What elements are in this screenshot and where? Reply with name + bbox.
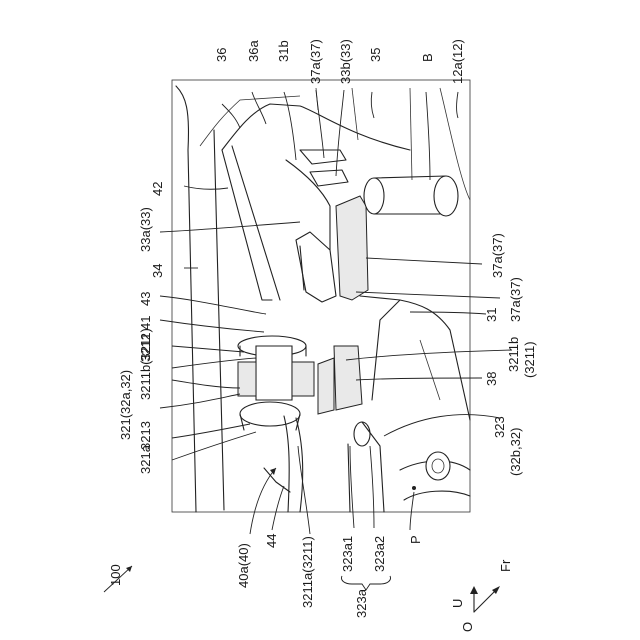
label-37a37-top: 37a(37) (308, 39, 323, 84)
compass-up-label: U (450, 599, 465, 608)
label-321a: 321a (138, 444, 153, 474)
label-32b32: (32b,32) (508, 428, 523, 476)
label-41: 41 (138, 316, 153, 330)
label-323a: 323a (354, 588, 369, 618)
label-43: 43 (138, 292, 153, 306)
label-44: 44 (264, 534, 279, 548)
label-33a33: 33a(33) (138, 207, 153, 252)
label-31: 31 (484, 308, 499, 322)
label-3211b-right-line1: 3211b (506, 337, 521, 372)
label-38: 38 (484, 372, 499, 386)
piston-323 (348, 422, 384, 512)
direction-compass: U Fr O (450, 559, 513, 632)
label-33b33: 33b(33) (338, 39, 353, 84)
label-321: 321(32a,32) (118, 370, 133, 440)
label-323: 323 (492, 416, 507, 438)
label-34: 34 (150, 264, 165, 278)
label-3211b-right-line2: (3211) (522, 341, 537, 378)
label-36: 36 (214, 48, 229, 62)
label-40a40: 40a(40) (236, 543, 251, 588)
label-B: B (420, 53, 435, 62)
view-frame (172, 80, 470, 512)
compass-front-label: Fr (498, 559, 513, 572)
label-35: 35 (368, 48, 383, 62)
label-37a37-mid: 37a(37) (490, 233, 505, 278)
label-3211a: 3211a(3211) (300, 536, 315, 608)
label-323a2: 323a2 (372, 536, 387, 572)
coupling-321 (238, 336, 314, 430)
label-37a37-low: 37a(37) (508, 277, 523, 322)
label-323a1: 323a1 (340, 536, 355, 572)
label-figure-ref: 100 (108, 564, 123, 586)
label-42: 42 (150, 182, 165, 196)
label-31b: 31b (276, 40, 291, 62)
label-36a: 36a (246, 40, 261, 62)
leader-lines (104, 90, 512, 592)
label-12a12: 12a(12) (450, 39, 465, 84)
cylinder-B (364, 176, 458, 216)
label-P: P (408, 535, 423, 544)
brace-323a (341, 576, 390, 590)
label-3211b-left: 3211b(3211) (138, 328, 153, 400)
compass-origin-label: O (460, 622, 475, 632)
